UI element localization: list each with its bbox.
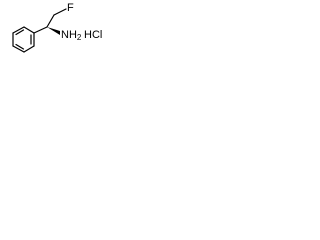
ring-double-bond-3	[15, 29, 25, 36]
fluorine-label: F	[67, 2, 74, 14]
amine-n-label: N	[61, 29, 69, 41]
stereo-wedge-bond	[47, 27, 60, 35]
ring-double-bond-2	[15, 43, 25, 50]
ch2-to-fluorine-bond	[53, 8, 67, 16]
ring-bond-4	[12, 45, 25, 53]
ring-bond-6	[12, 26, 25, 34]
ring-to-chiral-bond	[33, 26, 48, 34]
structure-diagram: F NH2 HCl	[12, 2, 102, 53]
ring-bond-3	[23, 45, 35, 53]
benzene-ring	[12, 26, 35, 53]
amine-h-label: H	[69, 29, 77, 41]
hcl-label: HCl	[84, 29, 102, 41]
amine-h-count: 2	[77, 33, 82, 42]
amine-label: NH2	[61, 29, 82, 42]
ring-bond-1	[23, 26, 35, 34]
chiral-to-ch2-bond	[46, 14, 55, 28]
